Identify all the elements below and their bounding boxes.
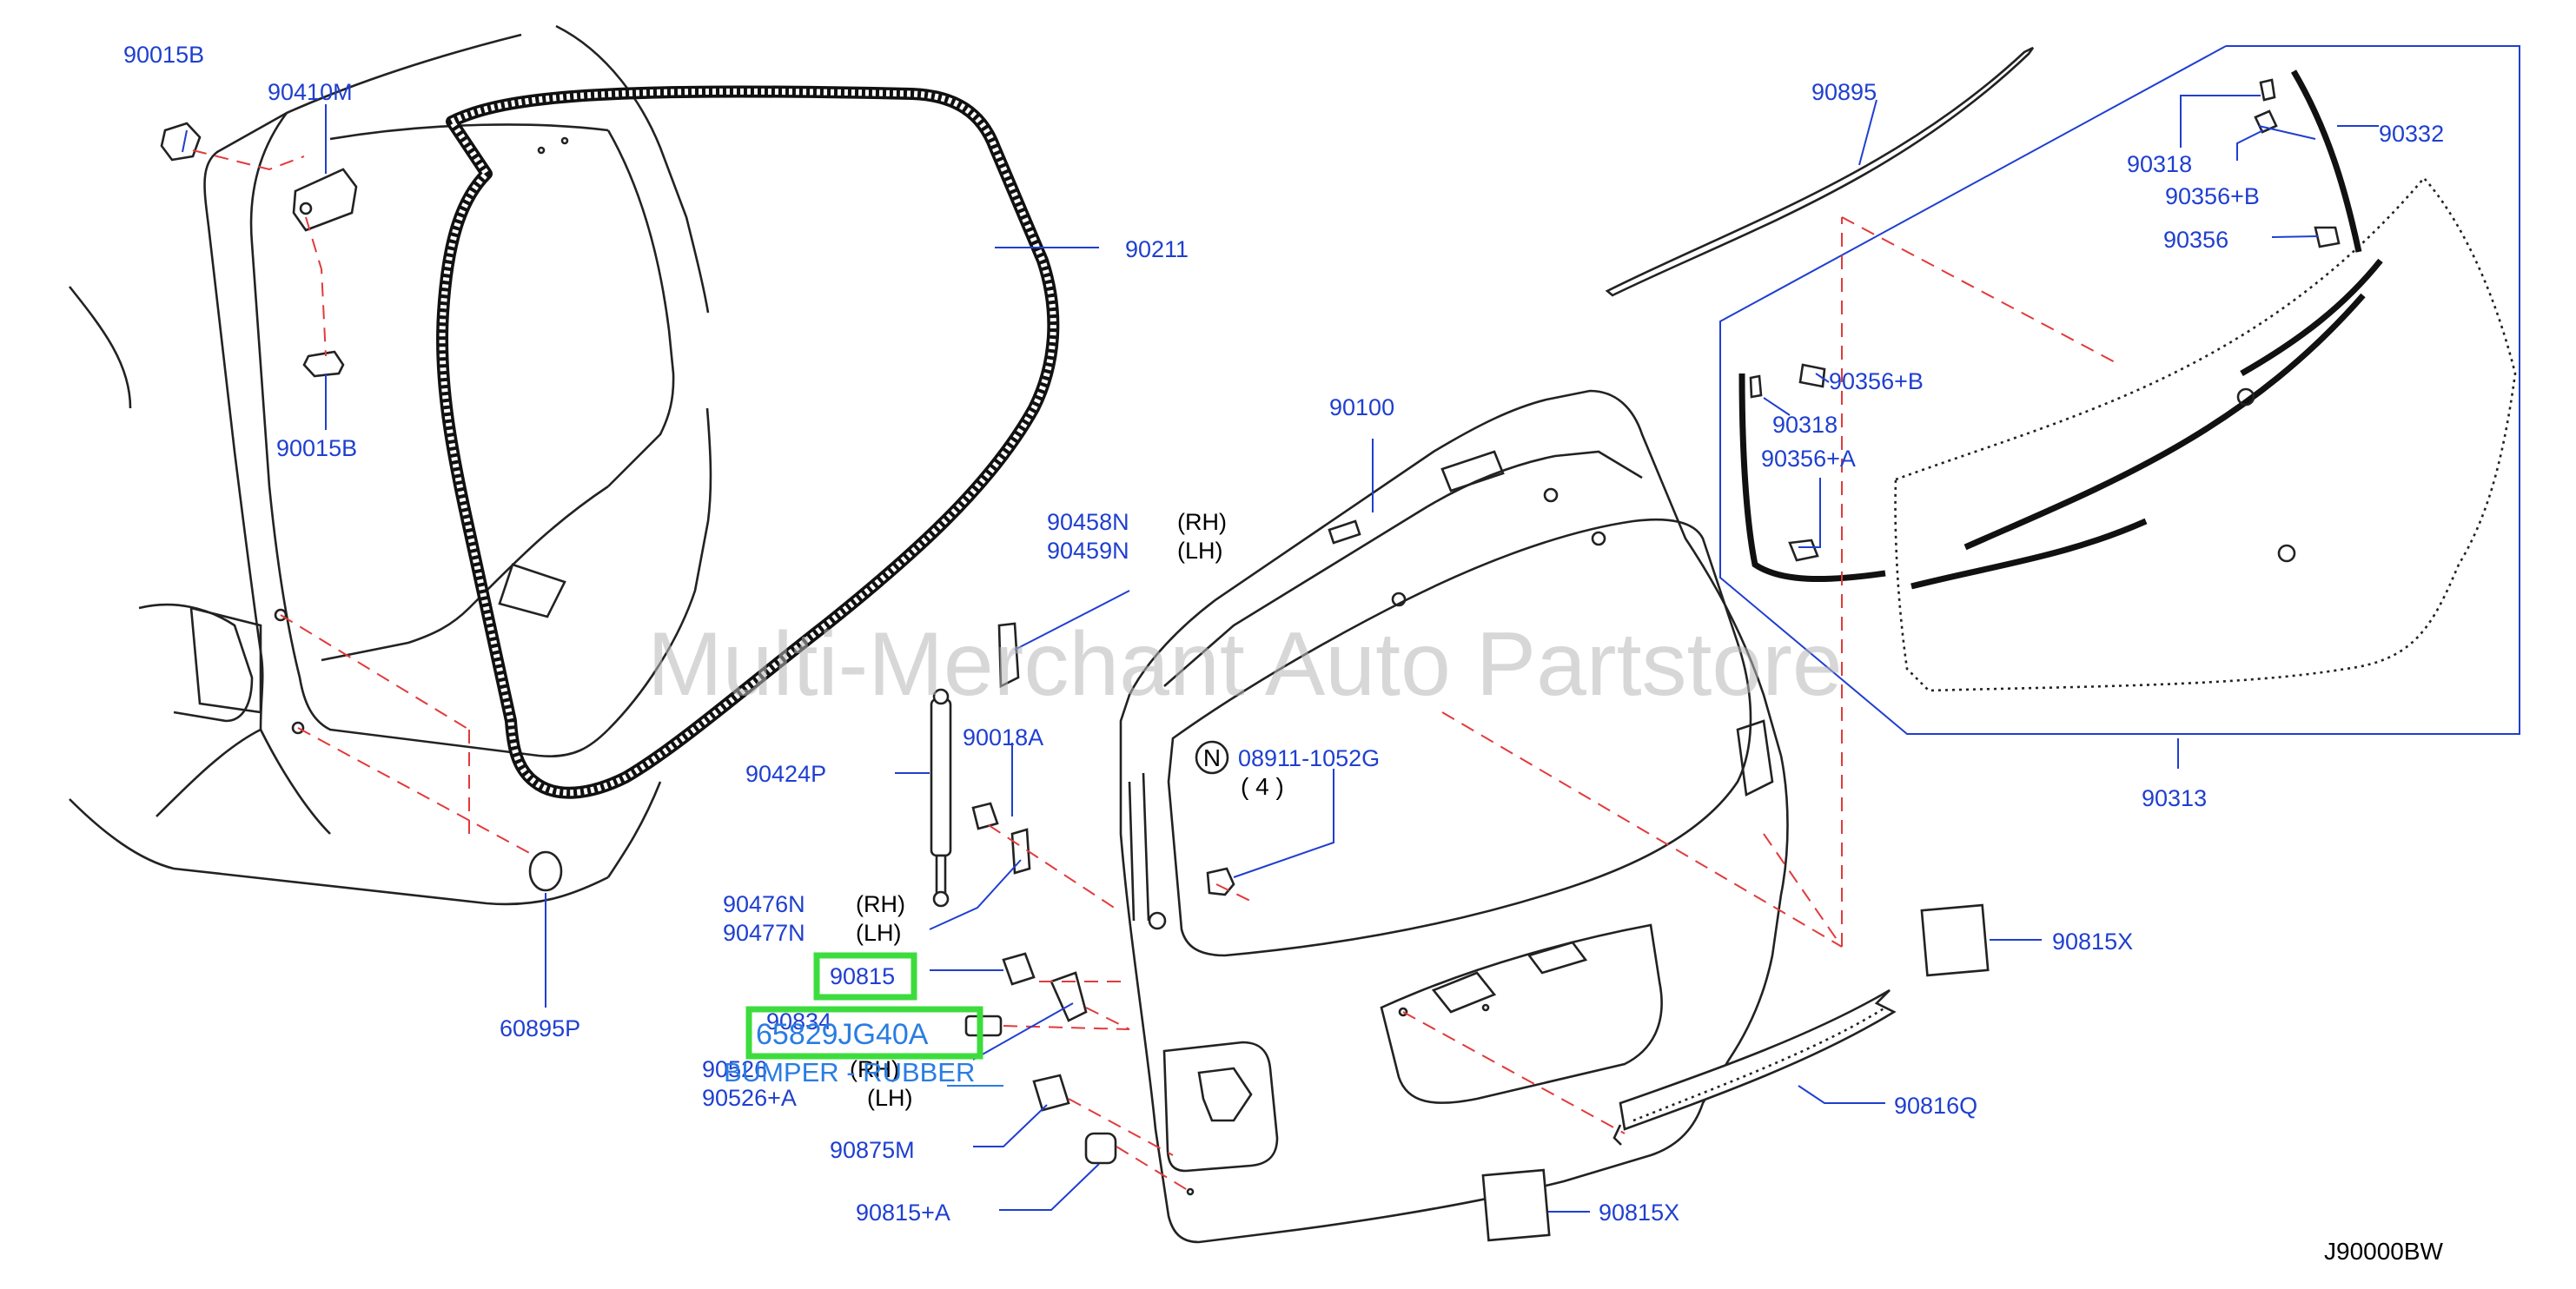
label-90018a[interactable]: 90018A <box>963 724 1043 750</box>
weatherstrip-90211 <box>436 85 1060 799</box>
label-90332[interactable]: 90332 <box>2379 121 2444 147</box>
label-lh-3: (LH) <box>867 1085 913 1111</box>
label-90526[interactable]: 90526 <box>702 1056 767 1082</box>
label-90356b-top[interactable]: 90356+B <box>2165 183 2260 209</box>
back-door-panel <box>1119 389 1789 1244</box>
label-90476n[interactable]: 90476N <box>723 891 805 917</box>
label-90356b-mid[interactable]: 90356+B <box>1829 368 1924 394</box>
label-90459n[interactable]: 90459N <box>1047 538 1129 564</box>
watermark: Multi-Merchant Auto Partstore <box>647 614 1843 715</box>
label-rh-2: (RH) <box>856 891 905 917</box>
molding-90356a <box>1738 373 1886 583</box>
part-labels: 90015B 90410M 90015B 90211 90100 90458N … <box>123 42 2444 1265</box>
molding-90895 <box>1605 46 2035 297</box>
label-90015b-bottom[interactable]: 90015B <box>276 435 357 461</box>
label-90815a[interactable]: 90815+A <box>856 1200 950 1226</box>
label-90318-top[interactable]: 90318 <box>2127 151 2192 177</box>
label-lh-1: (LH) <box>1177 538 1223 564</box>
label-90410m[interactable]: 90410M <box>268 79 353 105</box>
label-rh-3: (RH) <box>850 1056 899 1082</box>
label-90318-mid[interactable]: 90318 <box>1772 412 1838 438</box>
label-90424p[interactable]: 90424P <box>745 761 826 787</box>
label-90211[interactable]: 90211 <box>1125 236 1189 262</box>
label-08911-1052g[interactable]: 08911-1052G <box>1238 745 1380 771</box>
label-90834[interactable]: 90834 <box>766 1008 831 1035</box>
gas-strut-90424p <box>930 688 952 908</box>
hardware-parts <box>160 78 2341 1242</box>
highlight-description: BUMPER - RUBBER <box>724 1057 975 1087</box>
label-rh-1: (RH) <box>1177 509 1227 535</box>
leader-lines <box>182 95 2379 1213</box>
molding-90332 <box>2290 69 2362 253</box>
highlight-boxes: 65829JG40A BUMPER - RUBBER <box>724 952 1003 1087</box>
label-90356a[interactable]: 90356+A <box>1761 446 1856 472</box>
label-60895p[interactable]: 60895P <box>500 1015 580 1041</box>
highlight-part-number[interactable]: 65829JG40A <box>756 1018 929 1051</box>
n-marker-circle <box>1195 740 1229 775</box>
n-marker-text: N <box>1203 744 1221 771</box>
label-90356[interactable]: 90356 <box>2163 227 2228 253</box>
label-90895[interactable]: 90895 <box>1811 79 1877 105</box>
back-window-glass <box>1894 176 2517 692</box>
label-90816q[interactable]: 90816Q <box>1894 1093 1977 1119</box>
assembly-dash-lines <box>192 149 2121 1193</box>
label-90015b-top[interactable]: 90015B <box>123 42 204 68</box>
diagram-code: J90000BW <box>2324 1238 2444 1265</box>
highlight-box-90815[interactable] <box>813 952 917 1001</box>
label-90875m[interactable]: 90875M <box>830 1137 915 1163</box>
glass-kit-boundary <box>1719 45 2520 735</box>
label-90100[interactable]: 90100 <box>1329 394 1394 420</box>
highlight-box-65829jg40a[interactable] <box>745 1006 983 1060</box>
label-90477n[interactable]: 90477N <box>723 920 805 946</box>
label-90815x-right[interactable]: 90815X <box>2052 929 2133 955</box>
label-quantity: ( 4 ) <box>1241 773 1284 800</box>
body-opening <box>68 24 712 906</box>
label-90458n[interactable]: 90458N <box>1047 509 1129 535</box>
label-90526a[interactable]: 90526+A <box>702 1085 797 1111</box>
label-90815[interactable]: 90815 <box>830 963 895 989</box>
label-lh-2: (LH) <box>856 920 902 946</box>
spoiler-90816q <box>1612 988 1897 1146</box>
label-90313[interactable]: 90313 <box>2142 785 2207 811</box>
label-90815x-bottom[interactable]: 90815X <box>1599 1200 1679 1226</box>
